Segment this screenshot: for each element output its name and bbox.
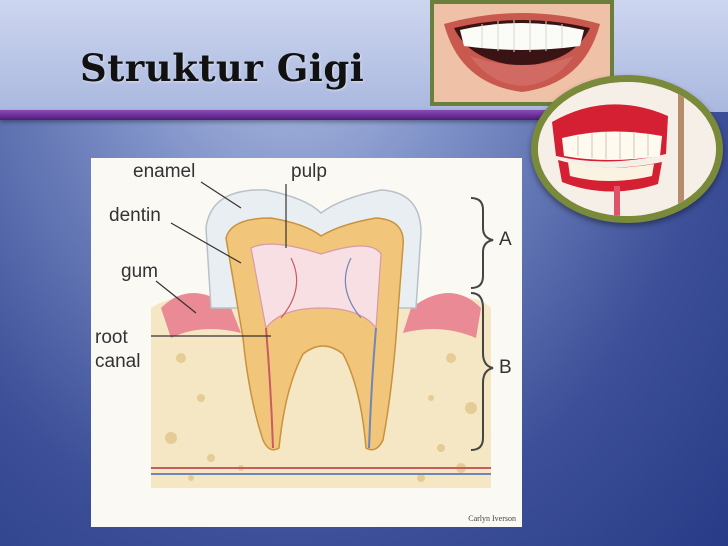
denture-photo [531, 75, 723, 223]
denture-illustration [538, 82, 716, 216]
title-underline [0, 110, 560, 120]
label-dentin: dentin [109, 205, 161, 226]
bracket-label-a: A [499, 229, 512, 250]
label-enamel: enamel [133, 161, 196, 182]
tooth-diagram: enamel pulp dentin gum root canal A B Ca… [91, 158, 522, 527]
bracket-label-b: B [499, 357, 512, 378]
illustration-credit: Carlyn Iverson [468, 514, 516, 523]
slide-title: Struktur Gigi [80, 46, 365, 90]
label-root-canal-line2: canal [95, 351, 141, 372]
label-root-canal-line1: root [95, 327, 128, 348]
label-gum: gum [121, 261, 158, 282]
tooth-cross-section [151, 181, 494, 488]
label-pulp: pulp [291, 161, 327, 182]
